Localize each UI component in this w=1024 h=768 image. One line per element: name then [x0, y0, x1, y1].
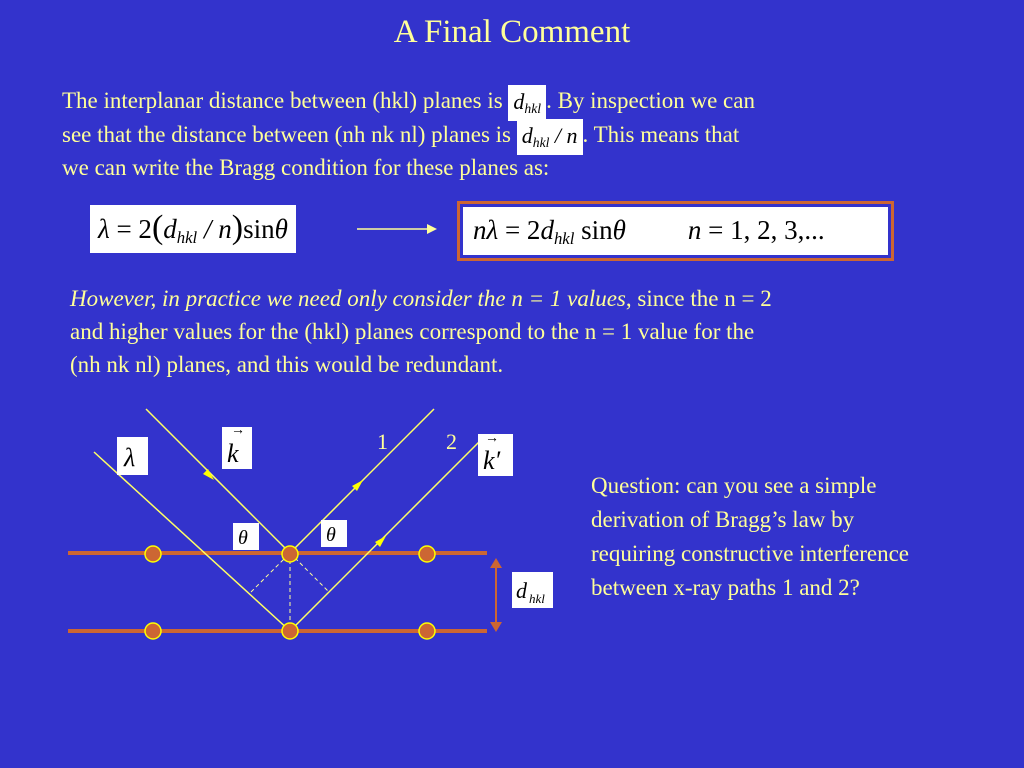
sin-function: sin	[243, 214, 275, 244]
atom	[418, 545, 436, 563]
intro-line-1-text: The interplanar distance between (hkl) p…	[62, 88, 503, 113]
question-line-4: between x-ray paths 1 and 2?	[591, 575, 860, 600]
practice-line-2: and higher values for the (hkl) planes c…	[70, 319, 755, 344]
lambda-label: λ	[123, 443, 135, 472]
question-line-3: requiring constructive interference	[591, 541, 910, 566]
d-hkl-inline-box: dhkl	[508, 84, 547, 121]
theta-label-box-left	[233, 523, 259, 550]
practice-line-1-rest: , since the n = 2	[625, 286, 772, 311]
lambda-symbol: λ	[98, 214, 110, 244]
k-label: k	[227, 439, 239, 468]
incident-ray-1	[145, 408, 291, 554]
theta-label-box-right	[321, 520, 347, 547]
right-paren: )	[231, 209, 244, 246]
question-line-2: derivation of Bragg’s law by	[591, 507, 855, 532]
d-hkl-label: d	[516, 578, 528, 603]
k-vector-arrow: →	[231, 423, 245, 438]
d-symbol: d	[540, 215, 554, 245]
spacing-arrow-down-icon	[490, 622, 502, 632]
slash-n: / n	[549, 122, 578, 148]
atom	[281, 545, 299, 563]
n-lambda: nλ	[473, 215, 499, 245]
practice-line-1: However, in practice we need only consid…	[70, 282, 772, 315]
page-title: A Final Comment	[393, 14, 631, 50]
k-prime-label-box	[478, 434, 513, 476]
lambda-label-box	[117, 437, 148, 475]
intro-line-2-text-end: . This means that	[582, 122, 740, 147]
hkl-subscript: hkl	[553, 229, 575, 249]
k-label-box	[222, 427, 252, 469]
d-symbol: d	[521, 122, 533, 148]
k-prime-vector-arrow: →	[485, 431, 499, 446]
bragg-equation-right: nλ = 2dhkl sinθ n = 1, 2, 3,...	[463, 207, 888, 255]
bragg-equation-right-frame: nλ = 2dhkl sinθ n = 1, 2, 3,...	[457, 201, 894, 261]
n-values: = 1, 2, 3,...	[701, 215, 825, 245]
left-paren: (	[151, 209, 164, 246]
hkl-subscript: hkl	[532, 134, 550, 150]
hkl-subscript: hkl	[524, 100, 542, 116]
theta-label-right: θ	[326, 524, 336, 546]
hkl-subscript: hkl	[176, 228, 198, 248]
k-prime-label: k′	[483, 446, 501, 475]
arrowhead-icon	[375, 536, 386, 547]
spacing-arrow-up-icon	[490, 558, 502, 568]
intro-line-1: The interplanar distance between (hkl) p…	[62, 84, 755, 121]
atom	[144, 622, 162, 640]
right-arrow-icon	[357, 224, 437, 234]
theta-symbol: θ	[612, 215, 626, 245]
atom	[418, 622, 436, 640]
bragg-equation-left: λ = 2(dhkl / n)sinθ	[90, 205, 296, 253]
equals-two: = 2	[498, 215, 541, 245]
equals-two: = 2	[109, 214, 152, 244]
intro-line-2-text: see that the distance between (nh nk nl)…	[62, 122, 511, 147]
intro-line-2: see that the distance between (nh nk nl)…	[62, 118, 739, 155]
arrowhead-icon	[203, 469, 214, 480]
d-hkl-subscript: hkl	[529, 591, 545, 606]
d-hkl-label-box	[512, 572, 553, 608]
question-line-1: Question: can you see a simple	[591, 473, 877, 498]
incident-ray-2	[93, 451, 291, 632]
theta-symbol: θ	[274, 214, 288, 244]
path-label-1: 1	[377, 429, 388, 454]
intro-line-1-text-end: . By inspection we can	[546, 88, 755, 113]
d-hkl-over-n-inline-box: dhkl / n	[516, 118, 583, 155]
arrowhead-icon	[352, 480, 363, 491]
sin-function: sin	[574, 215, 613, 245]
n-symbol: n	[687, 215, 702, 245]
path-label-2: 2	[446, 429, 457, 454]
atom	[281, 622, 299, 640]
d-symbol: d	[513, 88, 525, 114]
intro-line-3: we can write the Bragg condition for the…	[62, 155, 550, 180]
practice-italic: However, in practice we need only consid…	[70, 286, 626, 311]
practice-line-3: (nh nk nl) planes, and this would be red…	[70, 352, 504, 377]
atom	[144, 545, 162, 563]
theta-label-left: θ	[238, 527, 248, 549]
slash-n: / n	[197, 214, 232, 244]
reflected-ray-2	[289, 434, 487, 632]
bragg-diagram: 1 2 λ → k → k′ θ θ d hkl	[68, 408, 553, 640]
d-symbol: d	[163, 214, 177, 244]
